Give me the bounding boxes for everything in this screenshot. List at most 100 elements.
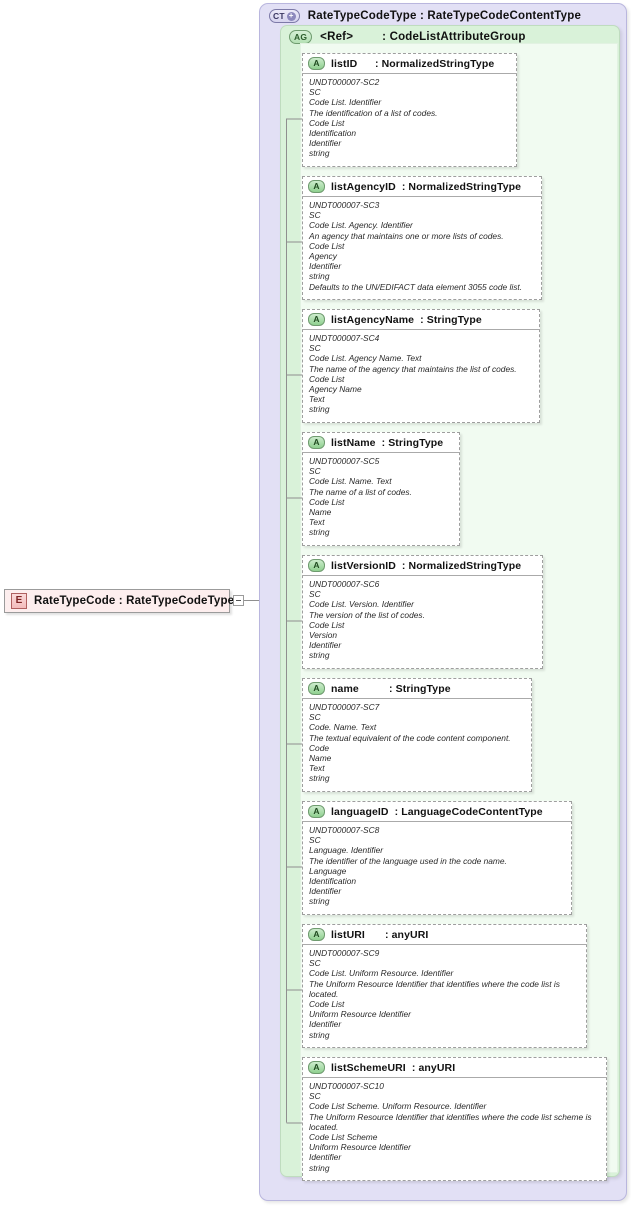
attribute-card[interactable]: AlistAgencyID: NormalizedStringTypeUNDT0… <box>302 176 542 300</box>
attribute-doc-line: SC <box>309 466 453 476</box>
attribute-doc-line: Name <box>309 753 525 763</box>
attribute-documentation: UNDT000007-SC10SCCode List Scheme. Unifo… <box>303 1078 606 1177</box>
complex-type-header: CT+ RateTypeCodeType : RateTypeCodeConte… <box>269 9 581 23</box>
attribute-doc-line: The version of the list of codes. <box>309 610 536 620</box>
attribute-doc-line: UNDT000007-SC6 <box>309 579 536 589</box>
attribute-doc-line: Language. Identifier <box>309 845 565 855</box>
attribute-doc-line: Language <box>309 866 565 876</box>
attribute-type: : NormalizedStringType <box>375 58 494 70</box>
attribute-doc-line: SC <box>309 210 535 220</box>
attribute-doc-line: Code List <box>309 241 535 251</box>
attribute-doc-line: SC <box>309 958 580 968</box>
attribute-icon: A <box>308 180 325 193</box>
attribute-doc-line: Uniform Resource Identifier <box>309 1009 580 1019</box>
attribute-doc-line: string <box>309 773 525 783</box>
attribute-doc-line: Code List. Uniform Resource. Identifier <box>309 968 580 978</box>
attribute-header: Aname: StringType <box>303 679 531 699</box>
attribute-doc-line: The textual equivalent of the code conte… <box>309 733 525 743</box>
attribute-icon: A <box>308 559 325 572</box>
attribute-doc-line: SC <box>309 87 510 97</box>
attribute-header: AlistID: NormalizedStringType <box>303 54 516 74</box>
attribute-doc-line: string <box>309 1030 580 1040</box>
attribute-card[interactable]: AlistID: NormalizedStringTypeUNDT000007-… <box>302 53 517 167</box>
attribute-doc-line: Code List Scheme <box>309 1132 600 1142</box>
complex-type-icon[interactable]: CT+ <box>269 9 300 23</box>
attribute-doc-line: Version <box>309 630 536 640</box>
attribute-header: AlistAgencyID: NormalizedStringType <box>303 177 541 197</box>
attribute-documentation: UNDT000007-SC6SCCode List. Version. Iden… <box>303 576 542 665</box>
attribute-type: : NormalizedStringType <box>402 181 521 193</box>
attribute-header: AlistURI: anyURI <box>303 925 586 945</box>
attribute-doc-line: SC <box>309 343 533 353</box>
attribute-doc-line: Code List <box>309 497 453 507</box>
attribute-doc-line: The Uniform Resource Identifier that ide… <box>309 979 580 999</box>
attribute-name: listVersionID <box>331 560 396 572</box>
attribute-icon: A <box>308 313 325 326</box>
attribute-header: AlanguageID: LanguageCodeContentType <box>303 802 571 822</box>
attribute-doc-line: Code List <box>309 620 536 630</box>
attribute-card[interactable]: AlistName: StringTypeUNDT000007-SC5SCCod… <box>302 432 460 546</box>
attribute-doc-line: The name of a list of codes. <box>309 487 453 497</box>
attribute-doc-line: Text <box>309 394 533 404</box>
attribute-doc-line: Code List. Identifier <box>309 97 510 107</box>
attribute-doc-line: Text <box>309 763 525 773</box>
attribute-doc-line: The identifier of the language used in t… <box>309 856 565 866</box>
attribute-icon: A <box>308 436 325 449</box>
attribute-type: : anyURI <box>385 929 428 941</box>
element-expand-collapse-toggle[interactable] <box>233 595 244 606</box>
attribute-doc-line: Identifier <box>309 886 565 896</box>
attribute-doc-line: Name <box>309 507 453 517</box>
attribute-doc-line: The identification of a list of codes. <box>309 108 510 118</box>
attribute-doc-line: The Uniform Resource Identifier that ide… <box>309 1112 600 1132</box>
attribute-icon: A <box>308 682 325 695</box>
attribute-group-title: <Ref>: CodeListAttributeGroup <box>320 31 525 43</box>
attribute-doc-line: Identifier <box>309 1152 600 1162</box>
attribute-doc-line: SC <box>309 712 525 722</box>
attribute-name: listID <box>331 58 369 70</box>
attribute-doc-line: Code. Name. Text <box>309 722 525 732</box>
attribute-documentation: UNDT000007-SC7SCCode. Name. TextThe text… <box>303 699 531 788</box>
attribute-name: listURI <box>331 929 379 941</box>
attribute-doc-line: Identifier <box>309 1019 580 1029</box>
attribute-doc-line: SC <box>309 589 536 599</box>
attribute-documentation: UNDT000007-SC8SCLanguage. IdentifierThe … <box>303 822 571 911</box>
attribute-doc-line: string <box>309 1163 600 1173</box>
attribute-type: : StringType <box>382 437 444 449</box>
attribute-name: listAgencyName <box>331 314 414 326</box>
attribute-card[interactable]: AlistURI: anyURIUNDT000007-SC9SCCode Lis… <box>302 924 587 1048</box>
attribute-doc-line: Text <box>309 517 453 527</box>
attribute-doc-line: UNDT000007-SC2 <box>309 77 510 87</box>
attribute-doc-line: Code List. Name. Text <box>309 476 453 486</box>
attribute-icon: A <box>308 805 325 818</box>
attribute-card[interactable]: Aname: StringTypeUNDT000007-SC7SCCode. N… <box>302 678 532 792</box>
attribute-type: : NormalizedStringType <box>402 560 521 572</box>
attribute-type: : StringType <box>389 683 451 695</box>
attribute-name: languageID <box>331 806 389 818</box>
attribute-card[interactable]: AlistVersionID : NormalizedStringTypeUNDT… <box>302 555 543 669</box>
attribute-doc-line: UNDT000007-SC4 <box>309 333 533 343</box>
attribute-card[interactable]: AlistSchemeURI: anyURIUNDT000007-SC10SCC… <box>302 1057 607 1181</box>
attribute-doc-line: Identifier <box>309 640 536 650</box>
attribute-type: : anyURI <box>412 1062 455 1074</box>
attribute-documentation: UNDT000007-SC4SCCode List. Agency Name. … <box>303 330 539 419</box>
attribute-card[interactable]: AlistAgencyName: StringTypeUNDT000007-SC… <box>302 309 540 423</box>
attribute-documentation: UNDT000007-SC5SCCode List. Name. TextThe… <box>303 453 459 542</box>
element-rate-type-code[interactable]: E RateTypeCode : RateTypeCodeType <box>4 589 230 613</box>
attribute-doc-line: Identifier <box>309 261 535 271</box>
attribute-doc-line: string <box>309 404 533 414</box>
attribute-doc-line: Agency Name <box>309 384 533 394</box>
attribute-doc-line: string <box>309 527 453 537</box>
attribute-card[interactable]: AlanguageID: LanguageCodeContentTypeUNDT… <box>302 801 572 915</box>
attribute-doc-line: string <box>309 271 535 281</box>
attribute-icon: A <box>308 1061 325 1074</box>
attribute-doc-line: Code List <box>309 118 510 128</box>
attribute-doc-line: Uniform Resource Identifier <box>309 1142 600 1152</box>
attribute-header: AlistName: StringType <box>303 433 459 453</box>
attribute-header: AlistVersionID : NormalizedStringType <box>303 556 542 576</box>
attribute-doc-line: string <box>309 896 565 906</box>
attribute-group-icon: AG <box>289 30 312 44</box>
attribute-header: AlistAgencyName: StringType <box>303 310 539 330</box>
expand-plus-icon[interactable]: + <box>287 12 296 21</box>
attribute-doc-line: An agency that maintains one or more lis… <box>309 231 535 241</box>
attribute-group-header: AG <Ref>: CodeListAttributeGroup <box>289 30 526 44</box>
